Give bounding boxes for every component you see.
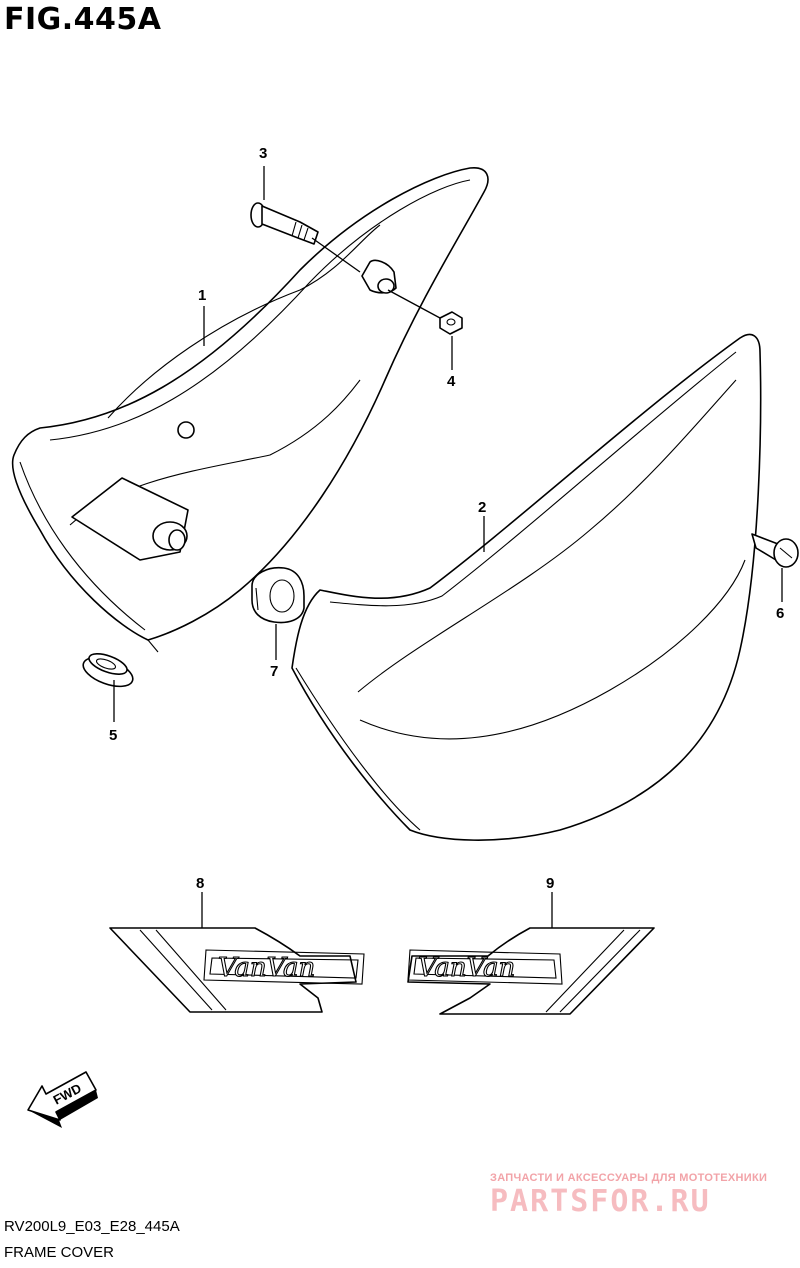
leader-lines xyxy=(113,166,783,928)
part-3-bolt[interactable] xyxy=(250,202,319,245)
emblem-9-text: VanVan xyxy=(418,953,515,983)
callout-5: 5 xyxy=(109,727,117,744)
part-8-left-emblem[interactable]: VanVan xyxy=(109,927,365,1013)
part-5-grommet[interactable] xyxy=(79,650,136,693)
part-9-right-emblem[interactable]: VanVan xyxy=(407,927,655,1015)
callout-3: 3 xyxy=(259,145,267,162)
callout-1: 1 xyxy=(198,287,206,304)
callout-4: 4 xyxy=(447,373,456,390)
part-2-right-frame-cover[interactable] xyxy=(291,333,762,841)
callout-9: 9 xyxy=(546,875,554,892)
callout-2: 2 xyxy=(478,499,486,516)
part-4-nut[interactable] xyxy=(439,311,463,335)
callout-7: 7 xyxy=(270,663,278,680)
diagram-caption: FRAME COVER xyxy=(4,1244,115,1261)
watermark-tagline: ЗАПЧАСТИ И АКСЕССУАРЫ ДЛЯ МОТОТЕХНИКИ xyxy=(490,1172,768,1184)
diagram-code: RV200L9_E03_E28_445A xyxy=(4,1218,180,1235)
fwd-arrow-icon: FWD xyxy=(27,1071,98,1128)
part-1-left-frame-cover[interactable] xyxy=(11,167,489,653)
callout-6: 6 xyxy=(776,605,784,622)
figure-title: FIG.445A xyxy=(4,2,162,37)
part-7-cushion[interactable] xyxy=(251,566,305,624)
callout-8: 8 xyxy=(196,875,204,892)
emblem-8-text: VanVan xyxy=(218,953,315,983)
part-6-screw[interactable] xyxy=(751,533,799,568)
watermark-brand: PARTSFOR.RU xyxy=(490,1184,711,1219)
